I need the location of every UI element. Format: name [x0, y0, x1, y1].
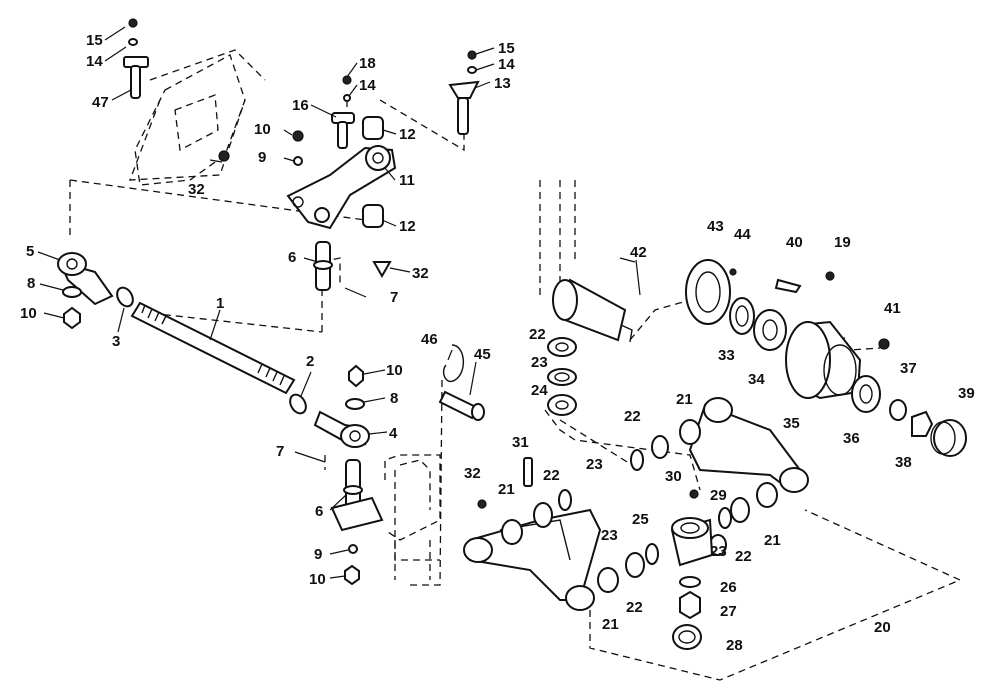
label-12b: 12 [399, 218, 416, 235]
label-40: 40 [786, 234, 803, 251]
upper-arm [688, 397, 809, 493]
label-16: 16 [292, 97, 309, 114]
label-10b: 10 [20, 305, 37, 322]
label-10d: 10 [309, 571, 326, 588]
label-25: 25 [632, 511, 649, 528]
label-32b: 32 [412, 265, 429, 282]
hub-assembly [685, 259, 967, 457]
label-6a: 6 [288, 249, 296, 266]
label-32a: 32 [188, 181, 205, 198]
label-14a: 14 [86, 53, 103, 70]
part-1-tie-rod [116, 286, 307, 415]
label-8a: 8 [27, 275, 35, 292]
label-47: 47 [92, 94, 109, 111]
label-12a: 12 [399, 126, 416, 143]
label-24: 24 [531, 382, 548, 399]
label-46: 46 [421, 331, 438, 348]
label-13: 13 [494, 75, 511, 92]
label-23c: 23 [601, 527, 618, 544]
label-31: 31 [512, 434, 529, 451]
label-39: 39 [958, 385, 975, 402]
label-21a: 21 [676, 391, 693, 408]
label-10a: 10 [254, 121, 271, 138]
part-5-rod-end-left [57, 252, 114, 330]
label-19: 19 [834, 234, 851, 251]
label-22d: 22 [735, 548, 752, 565]
label-21d: 21 [602, 616, 619, 633]
label-14b: 14 [359, 77, 376, 94]
label-35: 35 [783, 415, 800, 432]
label-1: 1 [216, 295, 224, 312]
label-3: 3 [112, 333, 120, 350]
label-30: 30 [665, 468, 682, 485]
label-45: 45 [474, 346, 491, 363]
part-6-kingpin-upper [313, 241, 333, 291]
label-23a: 23 [531, 354, 548, 371]
bushings-and-washers [501, 337, 778, 593]
label-4: 4 [389, 425, 398, 442]
label-27: 27 [720, 603, 737, 620]
label-8b: 8 [390, 390, 398, 407]
label-15b: 15 [498, 40, 515, 57]
part-42-spindle [552, 259, 641, 343]
label-43: 43 [707, 218, 724, 235]
label-18: 18 [359, 55, 376, 72]
part-13-pivot-pin [448, 50, 480, 135]
label-29: 29 [710, 487, 727, 504]
label-38: 38 [895, 454, 912, 471]
label-22c: 22 [543, 467, 560, 484]
label-14c: 14 [498, 56, 515, 73]
label-11: 11 [399, 172, 415, 189]
part-45-pin [438, 344, 485, 421]
axle-bracket [384, 454, 441, 580]
label-33: 33 [718, 347, 735, 364]
label-9a: 9 [258, 149, 266, 166]
label-9b: 9 [314, 546, 322, 563]
label-2: 2 [306, 353, 314, 370]
part-labels: 1 2 3 4 5 6 6 7 7 8 8 9 9 10 10 10 10 11… [20, 32, 975, 654]
label-22e: 22 [626, 599, 643, 616]
label-41: 41 [884, 300, 901, 317]
label-7b: 7 [276, 443, 284, 460]
label-15a: 15 [86, 32, 103, 49]
label-22a: 22 [529, 326, 546, 343]
label-5: 5 [26, 243, 34, 260]
label-21c: 21 [764, 532, 781, 549]
leader-lines [37, 26, 636, 579]
label-7a: 7 [390, 289, 398, 306]
part-25-knuckle [477, 457, 714, 650]
label-26: 26 [720, 579, 737, 596]
label-34: 34 [748, 371, 765, 388]
part-11-steering-arm [286, 75, 397, 279]
label-28: 28 [726, 637, 743, 654]
label-23d: 23 [710, 543, 727, 560]
label-10c: 10 [386, 362, 403, 379]
label-21b: 21 [498, 481, 515, 498]
part-6-kingpin-lower [330, 459, 384, 586]
label-36: 36 [843, 430, 860, 447]
label-20: 20 [874, 619, 891, 636]
label-44: 44 [734, 226, 751, 243]
label-32c: 32 [464, 465, 481, 482]
part-4-rod-end-right [313, 364, 370, 448]
part-20-lower-arm [463, 508, 602, 611]
label-23b: 23 [586, 456, 603, 473]
label-22b: 22 [624, 408, 641, 425]
label-42: 42 [630, 244, 647, 261]
label-37: 37 [900, 360, 917, 377]
label-6b: 6 [315, 503, 323, 520]
part-47-pivot-bracket [123, 18, 246, 186]
